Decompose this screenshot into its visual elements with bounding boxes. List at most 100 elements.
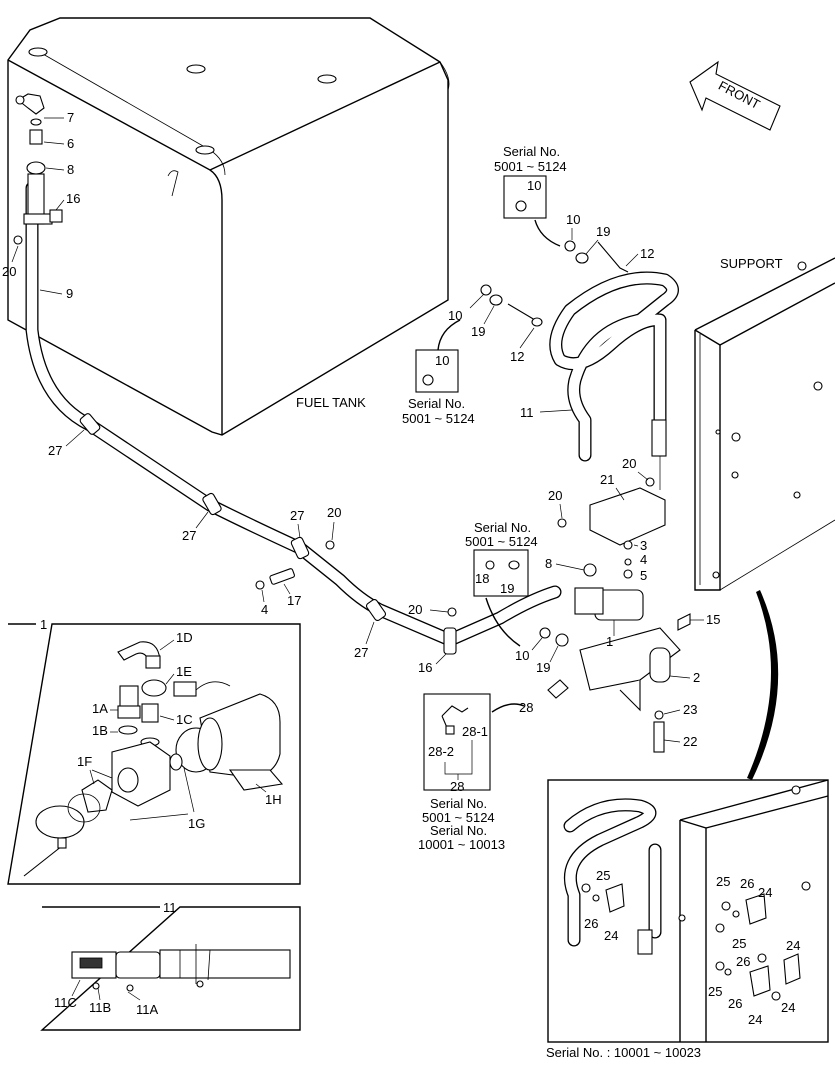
callout-28-1: 28-1 <box>462 724 488 739</box>
serial-range: 5001 ~ 5124 <box>465 534 538 549</box>
pump-assembly <box>539 477 691 753</box>
serial-range: 5001 ~ 5124 <box>494 159 567 174</box>
serial-label: Serial No. <box>430 796 487 811</box>
serial-range-detail: Serial No. : 10001 ~ 10023 <box>546 1045 701 1060</box>
callout-15: 15 <box>706 612 720 627</box>
callout-28: 28 <box>450 779 464 794</box>
callout-24: 24 <box>781 1000 795 1015</box>
callout-16: 16 <box>66 191 80 206</box>
callout-10: 10 <box>527 178 541 193</box>
callout-7: 7 <box>67 110 74 125</box>
callout-1: 1 <box>606 634 613 649</box>
callout-20: 20 <box>408 602 422 617</box>
detail-11-title: 11 <box>163 900 177 915</box>
detail-panel-1: 1 1D 1E <box>7 617 301 885</box>
return-hose-11 <box>549 271 679 490</box>
serial-box-upper: 10 Serial No. 5001 ~ 5124 <box>494 144 567 247</box>
fuel-tank: FUEL TANK <box>7 17 450 436</box>
callout-1F: 1F <box>77 754 92 769</box>
callout-19: 19 <box>500 581 514 596</box>
wiring-harness-28: 28-1 28-2 28 Serial No. 5001 ~ 5124 Seri… <box>418 693 525 852</box>
detail-pointer <box>747 590 779 780</box>
callout-23: 23 <box>683 702 697 717</box>
callout-11C: 11C <box>54 995 77 1010</box>
callout-27: 27 <box>182 528 196 543</box>
support-label: SUPPORT <box>720 256 783 271</box>
callout-16: 16 <box>418 660 432 675</box>
callout-18: 18 <box>475 571 489 586</box>
callout-10: 10 <box>435 353 449 368</box>
callout-11A: 11A <box>136 1002 158 1017</box>
callout-1H: 1H <box>265 792 282 807</box>
callout-17: 17 <box>287 593 301 608</box>
callout-9: 9 <box>66 286 73 301</box>
hardware-upper <box>480 240 629 327</box>
callout-19: 19 <box>596 224 610 239</box>
callout-27: 27 <box>48 443 62 458</box>
callout-1G: 1G <box>188 816 205 831</box>
detail-panel-11: 11 11C 11B 11A <box>40 900 301 1031</box>
callout-2: 2 <box>693 670 700 685</box>
serial-box-pump: 18 19 Serial No. 5001 ~ 5124 <box>465 520 538 647</box>
callout-3: 3 <box>640 538 647 553</box>
callout-27: 27 <box>354 645 368 660</box>
callout-10: 10 <box>515 648 529 663</box>
callout-1C: 1C <box>176 712 193 727</box>
callout-25: 25 <box>732 936 746 951</box>
callout-5: 5 <box>640 568 647 583</box>
serial-range: 5001 ~ 5124 <box>422 810 495 825</box>
callout-25: 25 <box>716 874 730 889</box>
callout-1A: 1A <box>92 701 108 716</box>
callout-4: 4 <box>261 602 268 617</box>
callout-12: 12 <box>640 246 654 261</box>
serial-label: Serial No. <box>408 396 465 411</box>
serial-label: Serial No. <box>430 823 487 838</box>
callout-22: 22 <box>683 734 697 749</box>
callout-28: 28 <box>519 700 533 715</box>
fitting-17 <box>255 540 457 617</box>
callout-12: 12 <box>510 349 524 364</box>
callout-10: 10 <box>448 308 462 323</box>
callout-20: 20 <box>548 488 562 503</box>
callout-8: 8 <box>67 162 74 177</box>
detail-panel-support: 25 26 24 25 26 24 25 26 24 25 26 24 24 S… <box>546 779 829 1060</box>
callout-6: 6 <box>67 136 74 151</box>
callout-24: 24 <box>748 1012 762 1027</box>
callout-1D: 1D <box>176 630 193 645</box>
callout-10: 10 <box>566 212 580 227</box>
callout-21: 21 <box>600 472 614 487</box>
hose-clamps <box>79 413 457 655</box>
callout-25: 25 <box>596 868 610 883</box>
callout-28-2: 28-2 <box>428 744 454 759</box>
serial-label: Serial No. <box>474 520 531 535</box>
callout-11: 11 <box>520 405 534 420</box>
serial-range: 10001 ~ 10013 <box>418 837 505 852</box>
callout-20: 20 <box>327 505 341 520</box>
callout-4: 4 <box>640 552 647 567</box>
fuel-tank-label: FUEL TANK <box>296 395 366 410</box>
support-frame: SUPPORT <box>694 256 835 591</box>
serial-box-mid: 10 Serial No. 5001 ~ 5124 <box>402 319 475 426</box>
callout-24: 24 <box>758 885 772 900</box>
serial-label: Serial No. <box>503 144 560 159</box>
front-arrow-icon: FRONT <box>689 60 781 131</box>
fuel-line-9 <box>25 181 562 647</box>
callout-1B: 1B <box>92 723 108 738</box>
callout-26: 26 <box>740 876 754 891</box>
callout-26: 26 <box>728 996 742 1011</box>
callout-24: 24 <box>604 928 618 943</box>
callout-25: 25 <box>708 984 722 999</box>
callout-19: 19 <box>471 324 485 339</box>
callout-26: 26 <box>736 954 750 969</box>
callout-26: 26 <box>584 916 598 931</box>
callout-11B: 11B <box>89 1000 111 1015</box>
callout-20: 20 <box>622 456 636 471</box>
detail-1-title: 1 <box>40 617 47 632</box>
callout-20: 20 <box>2 264 16 279</box>
callout-8: 8 <box>545 556 552 571</box>
serial-range: 5001 ~ 5124 <box>402 411 475 426</box>
callout-19: 19 <box>536 660 550 675</box>
callout-1E: 1E <box>176 664 192 679</box>
callout-24: 24 <box>786 938 800 953</box>
